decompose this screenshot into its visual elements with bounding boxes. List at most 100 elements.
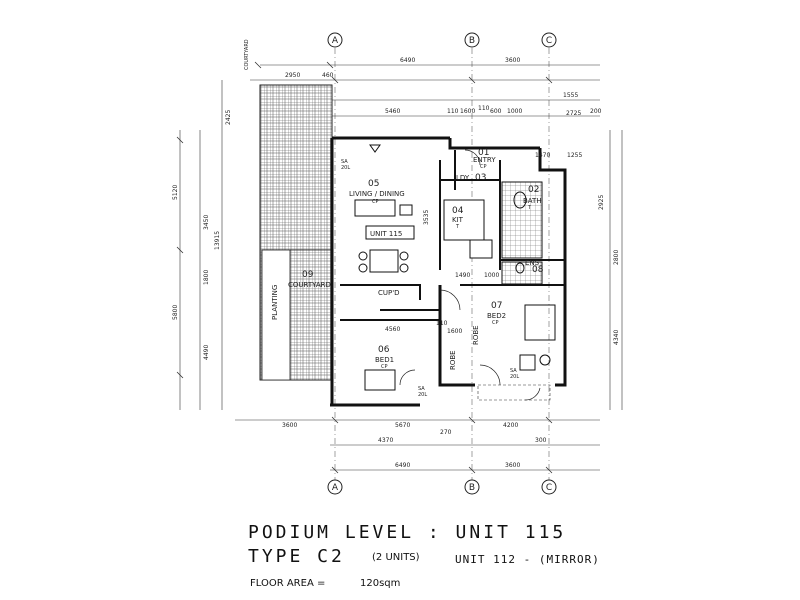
dim-600: 600 xyxy=(490,108,502,115)
furniture xyxy=(354,144,556,391)
grid-c-bottom: C xyxy=(546,483,552,493)
room-bed2-finish: CP xyxy=(492,320,499,326)
balcony-line xyxy=(477,384,551,401)
dim-b5670: 5670 xyxy=(395,422,410,429)
dim-b3600: 3600 xyxy=(282,422,297,429)
room-kit-num: 04 xyxy=(452,206,464,216)
dim-1600b: 1600 xyxy=(447,328,462,335)
dim-l5800: 5800 xyxy=(172,305,179,320)
dim-l4490: 4490 xyxy=(203,345,210,360)
sa-label-2: SA xyxy=(418,386,425,392)
dim-l3450: 3450 xyxy=(203,215,210,230)
dim-l5120: 5120 xyxy=(172,185,179,200)
grid-lines xyxy=(334,48,550,480)
room-bath-finish: T xyxy=(527,205,532,211)
dim-110a: 110 xyxy=(447,108,459,115)
room-ens-num: 08 xyxy=(532,265,544,275)
room-entry-name: ENTRY xyxy=(473,156,496,164)
room-kit-finish: T xyxy=(455,224,460,230)
unit-label: UNIT 115 xyxy=(370,230,402,238)
dim-460: 460 xyxy=(322,72,334,79)
dim-b4200: 4200 xyxy=(503,422,518,429)
dim-1000: 1000 xyxy=(507,108,522,115)
dim-1555: 1555 xyxy=(563,92,578,99)
dim-1600: 1600 xyxy=(460,108,475,115)
kitchen-bench xyxy=(443,199,485,241)
grid-b-bottom: B xyxy=(469,483,475,493)
planting-label: PLANTING xyxy=(271,285,279,320)
dim-110b: 110 xyxy=(478,105,490,112)
sa-label-3: SA xyxy=(510,368,517,374)
walls xyxy=(330,136,567,407)
dim-1255: 1255 xyxy=(567,152,582,159)
dim-r2800: 2800 xyxy=(613,250,620,265)
room-ldy-num: 03 xyxy=(475,173,486,183)
sa-ref-1: 20L xyxy=(341,165,350,171)
courtyard-top-label: COURTYARD xyxy=(244,39,250,70)
dim-2725: 2725 xyxy=(566,110,581,117)
dimension-lines xyxy=(179,64,623,471)
floor-area-label: FLOOR AREA = xyxy=(250,578,326,589)
dim-top-6490: 6490 xyxy=(400,57,415,64)
room-entry-num: 01 xyxy=(478,148,489,158)
ensuite-tiles xyxy=(501,261,543,285)
dim-5460: 5460 xyxy=(385,108,400,115)
dim-110c: 110 xyxy=(436,320,448,327)
floor-area-value: 120sqm xyxy=(360,578,401,589)
room-courtyard-num: 09 xyxy=(302,270,314,280)
dim-b6490: 6490 xyxy=(395,462,410,469)
sa-ref-3: 20L xyxy=(510,374,519,380)
room-kit-name: KIT xyxy=(452,216,464,224)
room-courtyard-name: COURTYARD xyxy=(288,281,331,289)
room-bed1-name: BED1 xyxy=(375,356,394,364)
title-line-1: PODIUM LEVEL : UNIT 115 xyxy=(248,522,567,543)
room-bed1-num: 06 xyxy=(378,345,390,355)
robe-label-2: ROBE xyxy=(472,325,480,345)
grid-b-top: B xyxy=(469,36,475,46)
dim-r4340: 4340 xyxy=(613,330,620,345)
interior-walls xyxy=(340,150,565,321)
sa-label-1: SA xyxy=(341,159,348,165)
dim-3535: 3535 xyxy=(423,210,430,225)
cupd-label: CUP'D xyxy=(378,289,400,297)
room-living-num: 05 xyxy=(368,179,379,189)
dim-1490: 1490 xyxy=(455,272,470,279)
planting-bed xyxy=(261,249,291,381)
dim-b270: 270 xyxy=(440,429,452,436)
room-living-name: LIVING / DINING xyxy=(349,190,405,198)
room-bed2-name: BED2 xyxy=(487,312,506,320)
dim-b4370: 4370 xyxy=(378,437,393,444)
units-note: (2 UNITS) xyxy=(372,552,420,563)
grid-markers xyxy=(327,32,557,495)
dim-1470: 1470 xyxy=(535,152,550,159)
room-bed2-num: 07 xyxy=(491,301,502,311)
room-ldy-name: LDY xyxy=(456,174,470,182)
room-ens-name: ENS xyxy=(525,259,540,267)
grid-a-bottom: A xyxy=(332,483,339,493)
dim-l1800: 1800 xyxy=(203,270,210,285)
dim-2925: 2925 xyxy=(598,195,605,210)
bath-tiles xyxy=(501,181,543,259)
dim-1000b: 1000 xyxy=(484,272,499,279)
room-living-finish: CP xyxy=(372,199,379,205)
dim-l13915: 13915 xyxy=(214,231,221,250)
dim-b3600b: 3600 xyxy=(505,462,520,469)
dim-b300: 300 xyxy=(535,437,547,444)
grid-a-top: A xyxy=(332,36,339,46)
dim-200: 200 xyxy=(590,108,602,115)
kitchen-island xyxy=(469,239,493,259)
title-line-2: TYPE C2 xyxy=(248,546,345,567)
unit-label-box xyxy=(365,225,415,240)
dim-top-3600: 3600 xyxy=(505,57,520,64)
mirror-note: UNIT 112 - (MIRROR) xyxy=(455,553,600,566)
dim-2425: 2425 xyxy=(225,110,232,125)
grid-c-top: C xyxy=(546,36,552,46)
room-entry-finish: CP xyxy=(480,164,487,170)
dim-4560: 4560 xyxy=(385,326,400,333)
room-bath-num: 02 xyxy=(528,185,539,195)
dimension-ticks xyxy=(176,61,553,474)
room-bed1-finish: CP xyxy=(381,364,388,370)
sa-ref-2: 20L xyxy=(418,392,427,398)
robe-label-1: ROBE xyxy=(449,350,457,370)
